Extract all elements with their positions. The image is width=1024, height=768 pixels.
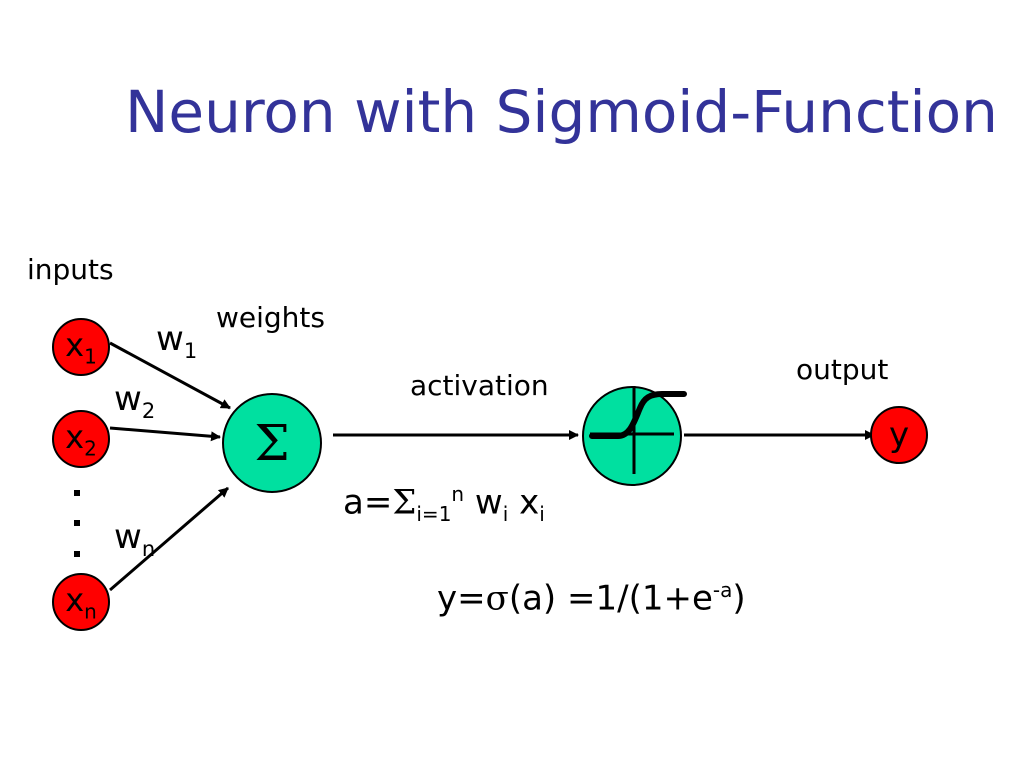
activation-label: activation [410,369,549,402]
summation-node: Σ [222,393,322,493]
output-node-y: y [870,406,928,464]
inputs-label: inputs [27,253,114,286]
output-label: output [796,353,889,386]
edge-x1-to-sum [109,341,231,410]
activation-formula: a=Σi=1n wi xi [343,482,545,527]
edge-xn-to-sum [109,486,229,592]
sigmoid-formula: y=σ(a) =1/(1+e-a) [437,578,746,619]
input-node-x2: x2 [52,410,110,468]
ellipsis-dot [74,490,80,496]
weights-label: weights [216,301,325,334]
summation-symbol: Σ [254,414,290,472]
slide-title: Neuron with Sigmoid-Function [125,78,998,146]
ellipsis-dot [74,520,80,526]
ellipsis-dot [74,551,80,557]
edge-x2-to-sum [109,426,221,442]
input-node-x1: x1 [52,318,110,376]
sigmoid-node [582,386,687,486]
weight-label-n: wn [114,517,156,561]
weight-label-1: w1 [156,319,198,363]
weight-label-2: w2 [114,379,156,423]
sigmoid-curve-icon [589,386,687,474]
input-node-xn: xn [52,573,110,631]
